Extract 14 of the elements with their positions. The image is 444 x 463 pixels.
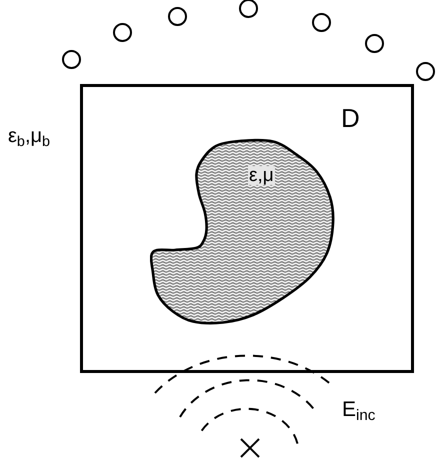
circle-icon <box>312 12 330 32</box>
medium-parameter-label: ε$_{b}$,μ$_{b}$ <box>8 126 50 146</box>
circle-icon <box>416 62 434 80</box>
domain-label: D <box>341 104 360 130</box>
material-label: ε,μ <box>248 166 275 185</box>
scatterer-shape <box>150 138 336 325</box>
circle-icon <box>62 50 80 68</box>
cross-icon <box>240 438 260 458</box>
circle-icon <box>365 34 384 52</box>
incident-field-label: E$_{inc}$ <box>342 399 376 420</box>
domain-box <box>80 84 414 373</box>
circle-icon <box>168 7 186 26</box>
circle-icon <box>238 0 258 18</box>
circle-icon <box>112 22 132 42</box>
